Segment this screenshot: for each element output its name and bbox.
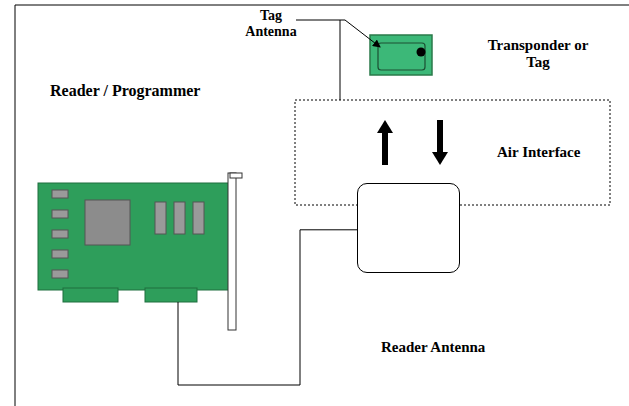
part-label: Tag Antenna (240, 8, 302, 40)
frame-line (15, 5, 629, 6)
node-label: Transponder or Tag (478, 37, 598, 72)
signal-arrow (437, 120, 443, 152)
node-label: Reader / Programmer (50, 82, 200, 100)
region-label: Air Interface (497, 144, 580, 161)
reader-card (38, 173, 242, 330)
node-label: Reader Antenna (381, 339, 485, 356)
leader-line (296, 20, 380, 100)
rfid-tag (370, 35, 432, 75)
frame-line (15, 5, 16, 406)
signal-arrow (382, 133, 388, 165)
reader-antenna-box: Reader Antenna (357, 183, 460, 273)
reader-card-node: Reader / Programmer (38, 80, 236, 302)
tag-node: Transponder or Tag (370, 35, 432, 80)
cable (178, 230, 357, 385)
